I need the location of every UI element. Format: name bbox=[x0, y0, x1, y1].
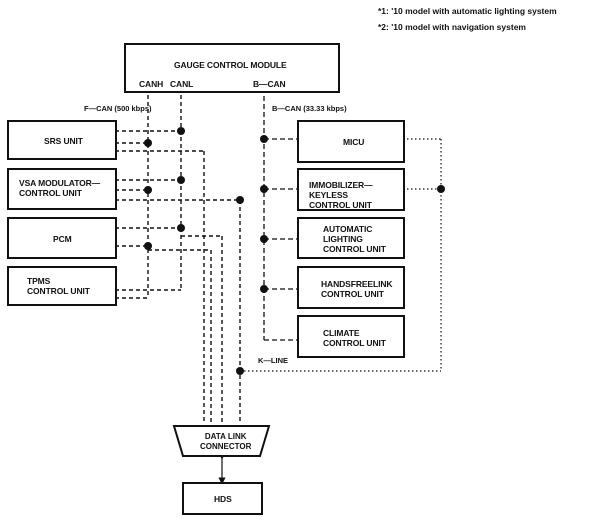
vsa-modulator-control-unit: VSA MODULATOR— CONTROL UNIT bbox=[7, 168, 117, 210]
climate-unit-label: CLIMATE CONTROL UNIT bbox=[323, 328, 386, 348]
hds-unit-label: HDS bbox=[214, 494, 232, 504]
micu-unit: MICU bbox=[297, 120, 405, 163]
hds-unit: HDS bbox=[182, 482, 263, 515]
gauge-control-module: GAUGE CONTROL MODULE CANH CANL B—CAN bbox=[124, 43, 340, 93]
footnote-1: *1: '10 model with automatic lighting sy… bbox=[378, 6, 557, 16]
gauge-control-module-title: GAUGE CONTROL MODULE bbox=[174, 60, 287, 70]
junction-dot bbox=[177, 224, 185, 232]
micu-unit-label: MICU bbox=[343, 137, 365, 147]
pcm-unit: PCM bbox=[7, 217, 117, 259]
junction-dot bbox=[260, 235, 268, 243]
fcan-rate-label: F—CAN (500 kbps) bbox=[84, 104, 152, 113]
junction-dot bbox=[260, 135, 268, 143]
pcm-unit-label: PCM bbox=[53, 234, 72, 244]
handsfreelink-control-unit: HANDSFREELINK CONTROL UNIT bbox=[297, 266, 405, 309]
srs-unit-label: SRS UNIT bbox=[44, 136, 83, 146]
junction-dot bbox=[144, 186, 152, 194]
tpms-unit-label: TPMS CONTROL UNIT bbox=[27, 276, 90, 296]
junction-dot bbox=[437, 185, 445, 193]
junction-dot bbox=[144, 139, 152, 147]
automatic-lighting-control-unit: AUTOMATIC LIGHTING CONTROL UNIT bbox=[297, 217, 405, 259]
handsfreelink-unit-label: HANDSFREELINK CONTROL UNIT bbox=[321, 279, 393, 299]
vsa-unit-label: VSA MODULATOR— CONTROL UNIT bbox=[19, 178, 101, 198]
junction-dot bbox=[177, 127, 185, 135]
bcan-label: B—CAN bbox=[253, 79, 286, 89]
junction-dot bbox=[260, 285, 268, 293]
junction-dot bbox=[177, 176, 185, 184]
auto-lighting-unit-label: AUTOMATIC LIGHTING CONTROL UNIT bbox=[323, 224, 386, 254]
kline-label: K—LINE bbox=[258, 356, 288, 365]
immobilizer-keyless-control-unit: IMMOBILIZER—KEYLESS CONTROL UNIT bbox=[297, 168, 405, 211]
junction-dot bbox=[144, 242, 152, 250]
junction-dot bbox=[236, 196, 244, 204]
footnote-2: *2: '10 model with navigation system bbox=[378, 22, 526, 32]
data-link-connector-shape bbox=[172, 425, 271, 457]
data-link-connector-label: DATA LINK CONNECTOR bbox=[200, 432, 252, 451]
tpms-control-unit: TPMS CONTROL UNIT bbox=[7, 266, 117, 306]
immobilizer-unit-label: IMMOBILIZER—KEYLESS CONTROL UNIT bbox=[309, 180, 373, 210]
junction-dot bbox=[260, 185, 268, 193]
canh-label: CANH bbox=[139, 79, 164, 89]
bcan-rate-label: B—CAN (33.33 kbps) bbox=[272, 104, 347, 113]
junction-dot bbox=[236, 367, 244, 375]
climate-control-unit: CLIMATE CONTROL UNIT bbox=[297, 315, 405, 358]
canl-label: CANL bbox=[170, 79, 194, 89]
srs-unit: SRS UNIT bbox=[7, 120, 117, 160]
